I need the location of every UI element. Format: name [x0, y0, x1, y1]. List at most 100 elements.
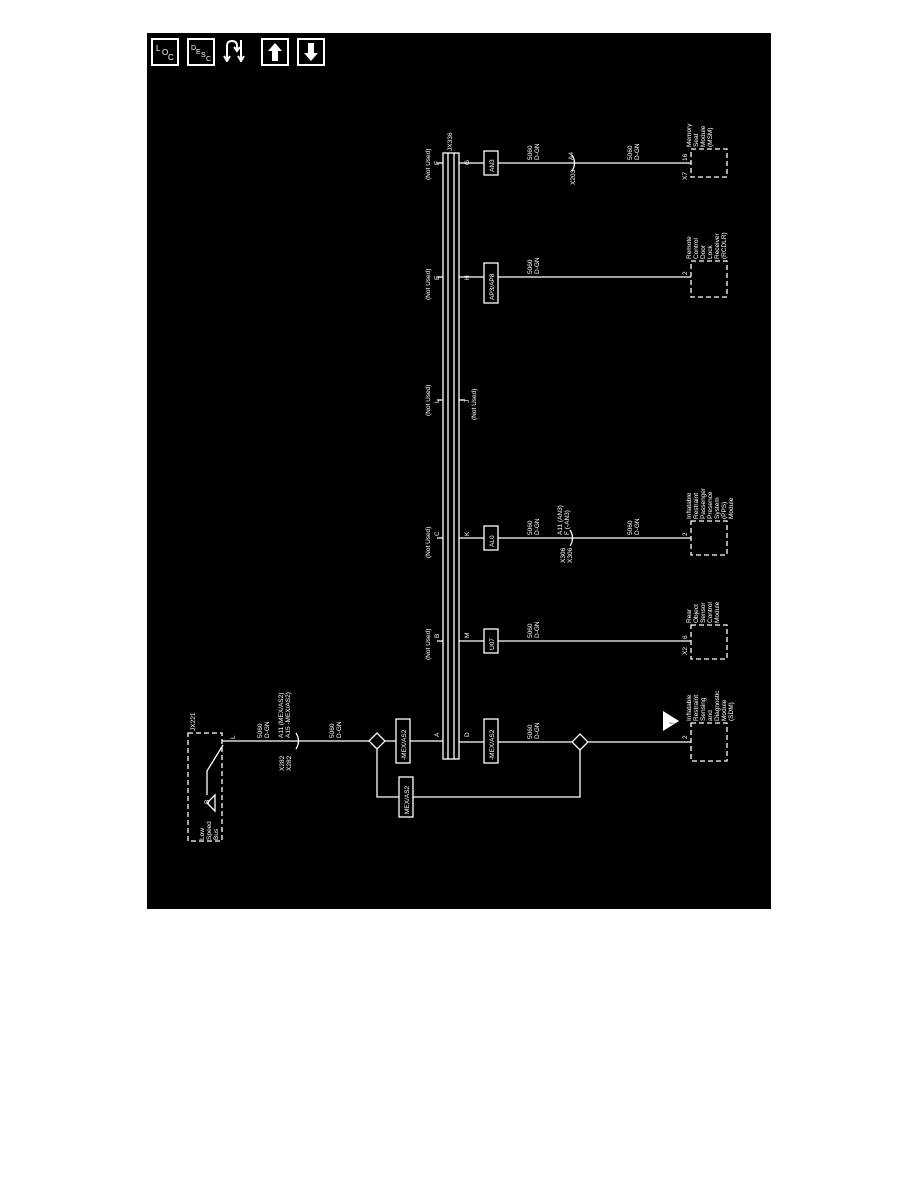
rcdlr-wire-circuit: 5060	[527, 259, 534, 274]
pps-name-line-7: Module	[728, 497, 735, 519]
rear-wire-circuit: 5060	[527, 623, 534, 638]
rcdlr-name-line-6: (RCDLR)	[721, 232, 728, 259]
msm-conn: X7	[682, 172, 689, 180]
msm-module-outline	[690, 148, 728, 178]
pps-name-line-3: Passenger	[700, 487, 707, 519]
rcdlr-name-line-1: Remote	[686, 236, 693, 259]
junction-not-used-c: (Not Used)	[425, 527, 432, 558]
swap-arrows-icon	[223, 39, 245, 62]
rcdlr-name-line-2: Control	[693, 237, 700, 259]
junction-bottom-pin-j: J	[464, 400, 471, 403]
msm-name-line-1: Memory	[686, 123, 693, 147]
pps-name-line-2: Restraint	[693, 493, 700, 519]
rear-conn: X2	[682, 647, 689, 655]
desc-letter-d: D	[191, 45, 196, 52]
pps-name-line-5: System	[714, 497, 721, 519]
junction-connector-label: JX336	[447, 132, 454, 151]
desc-letter-e: E	[196, 49, 201, 56]
source-splice-conn-1: X282	[279, 755, 286, 771]
an3-option-box	[483, 150, 499, 176]
msm-wire-circuit: 5060	[527, 145, 534, 160]
page-down-button[interactable]	[297, 38, 325, 66]
junction-not-used-f: (Not Used)	[425, 149, 432, 180]
msm-wire2-circuit: 5060	[627, 145, 634, 160]
page-up-button[interactable]	[261, 38, 289, 66]
msm-name-line-2: Seat	[693, 133, 700, 147]
sdm-pin: 2	[682, 735, 689, 739]
sdm-module-name: Inflatable Restraint Sensing and Diagnos…	[686, 690, 735, 721]
source-pin-label: L	[230, 735, 237, 739]
pps-wire2-color: D-GN	[634, 518, 641, 535]
bus-symbol-triangle	[206, 793, 216, 813]
location-icon: L O C	[156, 44, 174, 62]
junction-bottom-pin-k: K	[464, 531, 471, 536]
wiring-diagram: B Low Speed Bus JX221 L 5060 D-GN A11 (M…	[187, 123, 735, 842]
msm-name-line-4: (MSM)	[707, 128, 714, 148]
junction-top-pin-l: L	[434, 399, 441, 403]
msm-wire-color: D-GN	[534, 143, 541, 160]
junction-block-inner-lines	[447, 153, 455, 759]
desc-letter-s: S	[201, 52, 206, 59]
swap-view-button[interactable]	[223, 38, 251, 66]
al0-option-label: AL0	[489, 535, 496, 547]
junction-block-jx336	[442, 152, 460, 760]
description-button[interactable]: D E S C	[187, 38, 215, 66]
pps-splice-conn-1: X306	[560, 547, 567, 563]
loc-letter-l: L	[156, 44, 161, 53]
sdm-wire-circuit: 5060	[527, 724, 534, 739]
pps-wire-circuit: 5060	[527, 520, 534, 535]
al0-option-box	[483, 525, 499, 551]
rcdlr-module-outline	[690, 260, 728, 298]
desc-letter-c: C	[206, 56, 211, 63]
ap-option-label: AP3/AP8	[489, 273, 496, 300]
location-button[interactable]: L O C	[151, 38, 179, 66]
source-wire-color: D-GN	[264, 721, 271, 738]
module-name-line-1: Low	[199, 828, 206, 840]
pps-wire-color: D-GN	[534, 518, 541, 535]
junction-bottom-pin-d: D	[464, 732, 471, 737]
pps-inline-connector	[569, 529, 574, 547]
rear-name-line-2: Object	[693, 604, 700, 623]
source-wire2-color: D-GN	[336, 721, 343, 738]
junction-not-used-e: (Not Used)	[425, 269, 432, 300]
rear-module-outline	[690, 624, 728, 660]
junction-top-pin-a: A	[434, 732, 441, 737]
pps-name-line-1: Inflatable	[686, 492, 693, 519]
sdm-name-line-4: and	[707, 710, 714, 721]
sdm-name-line-2: Restraint	[693, 695, 700, 721]
warning-symbol: !	[669, 722, 676, 724]
junction-not-used-j: (Not Used)	[471, 389, 478, 420]
mex-top-option-box	[395, 718, 411, 764]
rcdlr-name-line-3: Door	[700, 244, 707, 259]
rcdlr-pin: 2	[682, 271, 689, 275]
mex-top-option-label: -MEX/AS2	[401, 729, 408, 760]
sdm-name-line-1: Inflatable	[686, 694, 693, 721]
rear-module-name: Rear Object Sensor Control Module	[686, 601, 721, 623]
msm-pin: 16	[682, 153, 689, 161]
rear-wire-color: D-GN	[534, 621, 541, 638]
pps-pin: 2	[682, 532, 689, 536]
source-wire2-circuit: 5060	[329, 723, 336, 738]
rear-name-line-1: Rear	[686, 608, 693, 623]
junction-not-used-b: (Not Used)	[425, 629, 432, 660]
loc-letter-c: C	[168, 53, 174, 62]
u07-option-label: U07	[489, 638, 496, 650]
mex-bottom-option-label: -MEX/AS2	[489, 729, 496, 760]
mex-side-option-label: MEX/AS2	[404, 785, 411, 814]
rear-name-line-3: Sensor	[700, 602, 707, 623]
pps-splice-conn-2: X306	[567, 547, 574, 563]
rear-pin: 6	[682, 635, 689, 639]
msm-wire2-color: D-GN	[634, 143, 641, 160]
pps-wire2-circuit: 5060	[627, 520, 634, 535]
diagram-panel: L O C D E S C	[147, 33, 771, 909]
sdm-module-outline	[690, 722, 728, 762]
bus-internal-wire	[206, 744, 224, 795]
module-name-line-3: Bus	[213, 828, 220, 840]
mex-bottom-option-box	[483, 718, 499, 764]
source-splice-conn-2: X282	[286, 755, 293, 771]
ap-option-box	[483, 262, 499, 304]
arrow-up-icon	[268, 43, 282, 61]
description-icon: D E S C	[191, 45, 211, 63]
source-splice-label-1: A11 (MEX/AS2)	[278, 693, 285, 738]
msm-splice-conn: X203	[570, 169, 577, 185]
